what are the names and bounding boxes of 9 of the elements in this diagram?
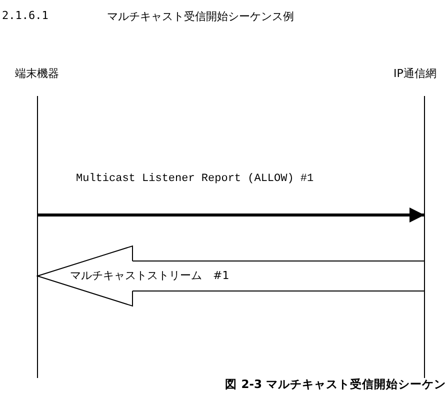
section-title: マルチキャスト受信開始シーケンス例	[107, 9, 294, 24]
block-arrow	[37, 246, 425, 306]
section-number: 2.1.6.1	[2, 9, 48, 22]
figure-caption: 図 2-3 マルチキャスト受信開始シーケン	[225, 377, 446, 392]
edge-label: Multicast Listener Report (ALLOW) #1	[76, 173, 314, 185]
arrow	[38, 208, 424, 222]
edge-label: マルチキャストストリーム #1	[70, 268, 230, 283]
participant-label: IP通信網	[392, 66, 438, 81]
participant-label: 端末機器	[14, 66, 60, 81]
